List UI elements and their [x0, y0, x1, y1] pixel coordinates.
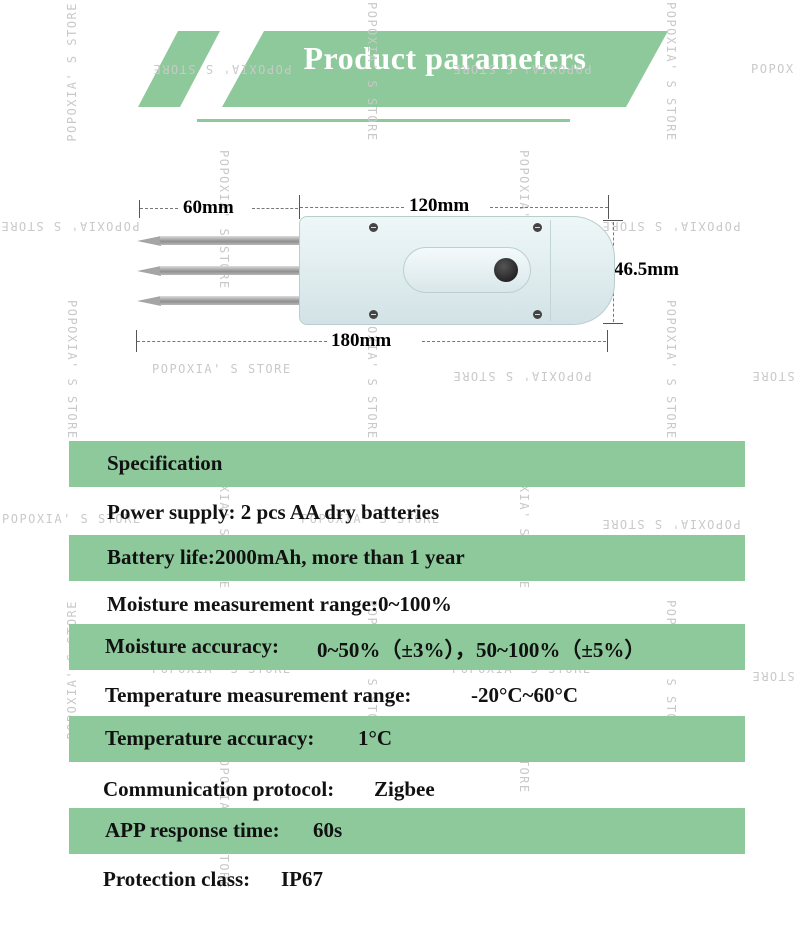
banner-background — [222, 31, 668, 107]
dimension-total-length: 180mm — [331, 330, 392, 351]
dimension-probe-length: 60mm — [183, 197, 234, 218]
dimension-line — [300, 207, 404, 208]
watermark: POPOXIA' S STORE — [65, 2, 79, 142]
pairing-button — [494, 258, 518, 282]
spec-row: Temperature measurement range: -20°C~60°… — [69, 673, 745, 719]
watermark: POPOXIA' S STORE — [664, 300, 678, 440]
dimension-tick — [607, 330, 608, 352]
watermark: STORE — [751, 669, 795, 683]
spec-row: Protection class: IP67 — [69, 857, 745, 903]
spec-value: 60s — [313, 818, 343, 842]
spec-label: Protection class: — [103, 867, 251, 891]
spec-row: APP response time: 60s — [69, 808, 745, 854]
spec-row: Moisture accuracy: 0~50%（±3%），50~100%（±5… — [69, 624, 745, 670]
watermark: POPOXIA' S STORE — [664, 2, 678, 142]
watermark: POPOX — [751, 62, 795, 76]
spec-label: Moisture measurement range:0~100% — [107, 592, 452, 616]
watermark: POPOXIA' S STORE — [365, 2, 379, 142]
screw — [533, 310, 542, 319]
dimension-line — [613, 222, 614, 256]
spec-value: -20°C~60°C — [471, 683, 579, 707]
dimension-tick — [603, 323, 623, 324]
spec-heading: Specification — [107, 451, 223, 475]
watermark: POPOXIA' S STORE — [301, 512, 441, 526]
dimension-line — [140, 208, 178, 209]
spec-value: IP67 — [281, 867, 323, 891]
dimension-line — [613, 288, 614, 322]
watermark: POPOXIA' S STORE — [65, 300, 79, 440]
probe — [160, 296, 300, 305]
watermark: POPOXIA' S STORE — [2, 512, 142, 526]
dimension-line — [422, 341, 606, 342]
spec-label: Temperature accuracy: — [105, 726, 315, 750]
spec-row: Specification — [69, 441, 745, 487]
spec-label: APP response time: — [105, 818, 280, 842]
probe-tip — [137, 296, 161, 306]
dimension-tick — [608, 195, 609, 219]
dimension-line — [137, 341, 327, 342]
spec-row: Temperature accuracy: 1°C — [69, 716, 745, 762]
watermark: POPOXIA' S STORE — [452, 62, 592, 76]
banner-underline — [197, 119, 570, 122]
spec-label: Battery life:2000mAh, more than 1 year — [107, 545, 465, 569]
dimension-height: 46.5mm — [614, 259, 679, 280]
probe — [160, 266, 300, 275]
spec-label: Moisture accuracy: — [105, 634, 279, 658]
watermark: POPOXIA' S STORE — [152, 62, 292, 76]
dimension-tick — [136, 330, 137, 352]
spec-label: Power supply: 2 pcs AA dry batteries — [107, 500, 440, 524]
watermark: POPOXIA' S STORE — [152, 362, 292, 376]
spec-value: Zigbee — [374, 777, 435, 801]
spec-row: Moisture measurement range:0~100% — [69, 582, 745, 628]
probe — [160, 236, 300, 245]
dimension-body-length: 120mm — [409, 195, 470, 216]
probe-tip — [137, 266, 161, 276]
screw — [533, 223, 542, 232]
dimension-tick — [603, 220, 623, 221]
spec-value: 1°C — [358, 726, 393, 750]
spec-row: Communication protocol: Zigbee — [69, 767, 745, 813]
screw — [369, 310, 378, 319]
probe-tip — [137, 236, 161, 246]
spec-label: Temperature measurement range: — [105, 683, 412, 707]
watermark: POPOXIA' S STORE — [601, 219, 741, 233]
dimension-line — [490, 207, 608, 208]
watermark: POPOXIA' S STORE — [365, 300, 379, 440]
screw — [369, 223, 378, 232]
page-title: Product parameters — [303, 40, 587, 76]
spec-value: 0~50%（±3%），50~100%（±5%） — [317, 638, 646, 662]
watermark: STORE — [751, 369, 795, 383]
dimension-tick — [139, 200, 140, 218]
spec-label: Communication protocol: — [103, 777, 335, 801]
watermark: POPOXIA' S STORE — [452, 369, 592, 383]
dimension-tick — [299, 195, 300, 219]
watermark: POPOXIA' S STORE — [0, 219, 140, 233]
spec-row: Battery life:2000mAh, more than 1 year — [69, 535, 745, 581]
spec-row: Power supply: 2 pcs AA dry batteries — [69, 490, 745, 536]
watermark: POPOXIA' S STORE — [217, 150, 231, 290]
dimension-line — [252, 208, 298, 209]
sensor-cap-seam — [550, 220, 551, 321]
